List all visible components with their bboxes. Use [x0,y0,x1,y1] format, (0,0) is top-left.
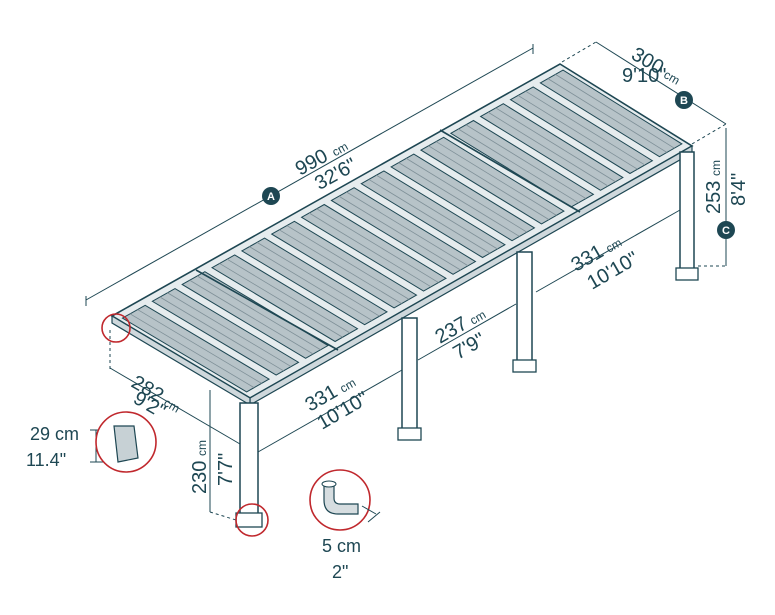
roof-panel-rib [406,158,528,233]
roof-panel [419,136,565,225]
width-imperial: 9'10" [622,65,666,87]
height-back-imperial: 8'4" [728,173,750,206]
detail-circle-gutter-corner [101,313,131,343]
length-unit: cm [330,139,351,159]
roof-panel-rib [279,229,402,304]
post-middle-2 [516,251,533,369]
marker-b [675,91,693,109]
roof-panel-rib [398,162,520,237]
roof-panels [121,69,683,393]
roof-panel-rib [435,141,557,216]
roof-panel-rib [197,275,321,351]
downspout-elbow-shape [323,483,359,515]
roof [110,63,694,407]
gutter-profile-shape [113,425,139,463]
width-unit: cm [661,67,682,87]
roof-panel-rib [338,195,461,271]
roof-panel-rib [517,95,638,170]
dim-line-length [85,47,534,301]
posts [235,151,699,528]
dim-line-width [595,41,727,125]
roof-panel-rib [219,263,343,338]
post-base [397,427,422,441]
roof-panel-rib [555,74,675,149]
height-front-unit: cm [195,440,209,456]
post-back-right [679,151,695,277]
roof-panel-rib [308,212,432,288]
roof-panel-rib [129,313,255,388]
marker-c [717,221,735,239]
roof-panel-rib [547,78,668,153]
dimension-lines [85,41,727,521]
height-front-imperial: 7'7" [215,453,237,486]
span-back-unit: cm [603,235,624,255]
height-back-unit: cm [709,160,723,176]
dim-line-span-back [535,209,681,293]
roof-panel-rib [159,296,284,372]
dim-line-depth-front [109,367,241,445]
roof-panel-rib [368,179,491,254]
roof-panel-rib [495,107,616,183]
roof-panel-rib [428,145,550,220]
marker-b-label: B [680,95,688,107]
dim-line-span-mid [417,303,517,361]
roof-panel-rib [226,258,351,334]
detail-highlights [95,313,381,537]
detail-circle-post-foot [235,503,269,537]
gutter-detail-imperial: 11.4" [26,450,66,470]
roof-panel-rib [167,292,292,367]
gutter-detail-metric: 29 cm [30,424,79,444]
roof-panel-rib [525,90,646,166]
post-base [675,267,699,281]
markers: A B C [262,91,735,239]
roof-panel [270,220,418,309]
post-base [235,512,263,528]
marker-a-label: A [267,191,275,203]
roof-panel-rib [458,128,579,204]
downspout-detail-imperial: 2" [332,562,348,582]
span-mid-unit: cm [467,307,488,327]
roof-panel-rib [286,225,410,300]
post-base [512,359,537,373]
roof-divider [439,129,581,213]
roof-panel-rib [249,246,373,321]
roof-panel-rib [189,279,314,355]
roof-panel-rib [137,309,262,384]
roof-panel-rib [346,191,469,267]
marker-c-label: C [722,225,730,237]
height-back-metric: 253 [703,181,725,214]
roof-panel-rib [256,242,380,317]
dim-line-span-front [257,369,403,453]
roof-panel-rib [487,111,609,187]
span-front-unit: cm [337,375,358,395]
roof-divider [195,269,339,351]
marker-a [262,187,280,205]
roof-panel-rib [465,124,587,199]
downspout-detail-metric: 5 cm [322,536,361,556]
roof-panel [360,170,506,259]
post-middle-1 [401,317,418,437]
detail-circle-downspout [309,469,371,531]
depth-front-unit: cm [161,395,182,415]
roof-panel-rib [316,208,439,283]
roof-panel-rib [376,174,498,250]
height-front-metric: 230 [189,461,211,494]
